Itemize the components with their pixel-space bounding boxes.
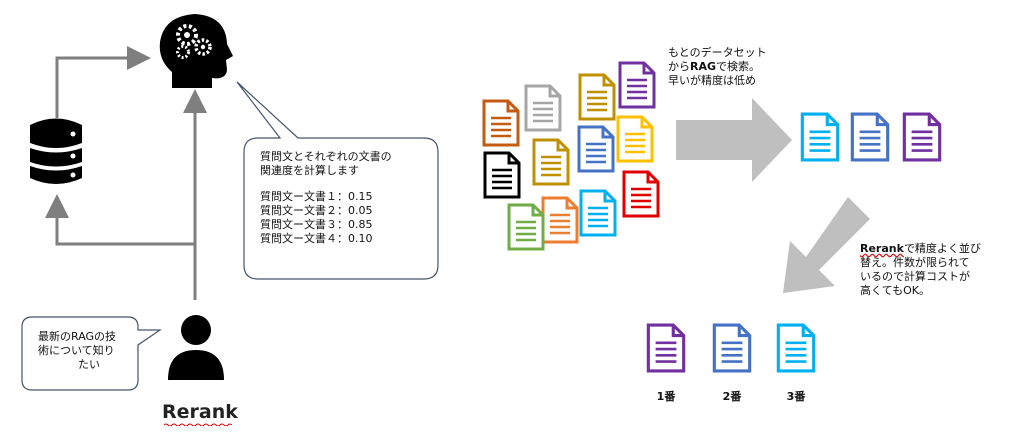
document-icon [902, 112, 942, 162]
document-icon [577, 125, 615, 173]
retrieval-note-line: からRAGで検索。 [668, 60, 767, 74]
document-icon [482, 99, 520, 147]
down-left-arrow-icon [783, 197, 870, 293]
document-icon [800, 112, 840, 162]
document-icon [483, 151, 521, 199]
rerank-note-line: 替え。件数が限られて [860, 256, 970, 269]
document-icon [712, 323, 752, 373]
retrieval-note-text: から [668, 60, 690, 73]
document-icon [532, 138, 570, 186]
user-bubble-line: たい [78, 358, 100, 371]
page-title: Rerank [162, 401, 238, 423]
score-row: 質問文ー文書１：0.15 [260, 190, 392, 204]
database-icon [30, 118, 82, 184]
document-icon [524, 84, 562, 132]
brain-gears-icon [159, 14, 233, 88]
ai-bubble-text: 質問文とそれぞれの文書の 関連度を計算します 質問文ー文書１：0.15 質問文ー… [260, 150, 392, 246]
right-arrow-icon [676, 98, 792, 182]
document-pile [482, 61, 660, 251]
ai-bubble-line: 質問文とそれぞれの文書の [260, 150, 392, 163]
score-label: 質問文ー文書４ [260, 232, 337, 245]
score-label: 質問文ー文書１ [260, 190, 337, 203]
rerank-note-text: で精度よく並び [903, 242, 981, 255]
score-value: ：0.85 [337, 218, 373, 231]
retrieval-note-text: で検索。 [716, 60, 761, 73]
score-value: ：0.15 [337, 190, 373, 203]
document-icon [646, 323, 686, 373]
document-icon [776, 323, 816, 373]
retrieved-documents [800, 112, 942, 162]
retrieval-note-line: 早いが精度は低め [668, 74, 756, 87]
user-bubble-line: 最新のRAGの技 [38, 330, 117, 343]
document-icon [578, 73, 616, 121]
score-value: ：0.10 [337, 232, 373, 245]
document-icon [618, 61, 656, 109]
rank-label-2: 2番 [722, 390, 742, 403]
retrieval-note: もとのデータセット からRAGで検索。 早いが精度は低め [668, 46, 767, 88]
reranked-documents [646, 323, 816, 373]
score-label: 質問文ー文書２ [260, 204, 337, 217]
rank-label-1: 1番 [656, 390, 676, 403]
document-icon [622, 170, 660, 218]
score-label: 質問文ー文書３ [260, 218, 337, 231]
document-icon [541, 196, 579, 244]
rerank-note: Rerankで精度よく並び 替え。件数が限られて いるので計算コストが 高くても… [860, 242, 981, 298]
document-icon [507, 203, 545, 251]
user-bubble-text: 最新のRAGの技 術について知り たい [38, 330, 116, 372]
document-icon [579, 189, 617, 237]
ai-bubble-shape [236, 81, 439, 280]
rerank-note-line: いるので計算コストが [860, 270, 970, 283]
rerank-note-line: Rerankで精度よく並び [860, 242, 981, 256]
title-underline [164, 423, 232, 426]
ai-bubble-line: 関連度を計算します [260, 164, 359, 177]
score-value: ：0.05 [337, 204, 373, 217]
score-row: 質問文ー文書２：0.05 [260, 204, 392, 218]
score-row: 質問文ー文書４：0.10 [260, 232, 392, 246]
retrieval-note-rag: RAG [690, 60, 717, 73]
user-bubble-shape [21, 316, 162, 391]
document-icon [850, 112, 890, 162]
document-icon [616, 115, 654, 163]
rerank-note-keyword: Rerank [860, 242, 904, 255]
user-icon [168, 315, 224, 380]
flow-lines [45, 46, 207, 300]
rank-label-3: 3番 [786, 390, 806, 403]
user-bubble-line: 術について知り [38, 344, 115, 357]
rerank-note-line: 高くてもOK。 [860, 284, 930, 297]
retrieval-note-line: もとのデータセット [668, 46, 767, 59]
score-row: 質問文ー文書３：0.85 [260, 218, 392, 232]
